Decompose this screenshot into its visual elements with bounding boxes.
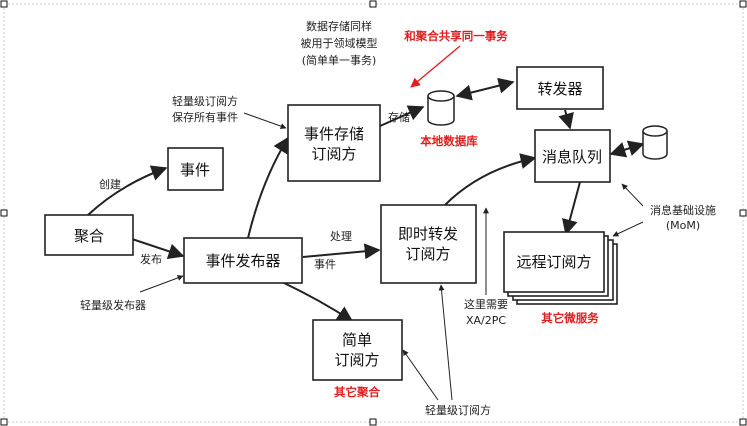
arrow-red-same-transaction bbox=[410, 45, 461, 88]
arrow-instant-to-queue bbox=[444, 153, 537, 206]
label-light-sub-saves-2: 保存所有事件 bbox=[172, 110, 238, 124]
label-event-word: 事件 bbox=[314, 258, 336, 271]
label-store: 存储 bbox=[388, 110, 410, 124]
node-instant-forward-label-1: 即时转发 bbox=[398, 225, 458, 243]
arrow-store-to-db bbox=[379, 105, 425, 127]
label-data-store-1: 数据存储同样 bbox=[306, 19, 372, 33]
node-simple-sub-label-2: 订阅方 bbox=[334, 351, 379, 369]
arrow-forwarder-to-queue bbox=[558, 109, 574, 130]
label-mom-2: (MoM) bbox=[666, 219, 700, 232]
node-instant-forward-label-2: 订阅方 bbox=[405, 245, 450, 263]
label-light-sub-saves-1: 轻量级订阅方 bbox=[172, 94, 238, 108]
arrow-publisher-to-simple bbox=[281, 281, 354, 322]
node-event-store-label-2: 订阅方 bbox=[311, 145, 356, 163]
label-data-store-3: (简单单一事务) bbox=[302, 53, 377, 67]
arrow-publisher-to-store-sub bbox=[247, 136, 289, 239]
node-event-store-subscriber: 事件存储 订阅方 bbox=[287, 104, 381, 182]
arrow-light-publisher bbox=[139, 275, 184, 293]
node-aggregate-label: 聚合 bbox=[74, 227, 104, 245]
node-simple-subscriber: 简单 订阅方 bbox=[312, 319, 403, 381]
label-needs-1: 这里需要 bbox=[464, 297, 508, 311]
label-process: 处理 bbox=[330, 230, 352, 243]
arrow-mom-to-remote bbox=[612, 221, 644, 237]
arrow-db-forwarder bbox=[455, 77, 515, 101]
arrow-queue-to-remote bbox=[562, 181, 581, 236]
node-message-queue-label: 消息队列 bbox=[542, 148, 602, 166]
node-event-label: 事件 bbox=[180, 161, 210, 179]
node-message-queue: 消息队列 bbox=[534, 129, 611, 183]
node-aggregate: 聚合 bbox=[44, 214, 134, 256]
red-label-same-transaction: 和聚合共享同一事务 bbox=[404, 29, 508, 43]
red-label-local-db: 本地数据库 bbox=[420, 134, 478, 148]
resize-handle-tr[interactable] bbox=[739, 0, 747, 8]
node-event-publisher: 事件发布器 bbox=[183, 237, 303, 284]
resize-handle-br[interactable] bbox=[739, 418, 747, 426]
node-forwarder: 转发器 bbox=[516, 66, 604, 110]
node-event: 事件 bbox=[167, 147, 224, 191]
node-forwarder-label: 转发器 bbox=[537, 80, 582, 98]
node-instant-forward-subscriber: 即时转发 订阅方 bbox=[380, 204, 477, 284]
label-data-store-2: 被用于领域模型 bbox=[301, 36, 378, 50]
label-mom-1: 消息基础设施 bbox=[650, 203, 716, 217]
arrow-bottom-to-instant bbox=[438, 284, 453, 401]
arrow-mom-to-queue bbox=[621, 183, 644, 207]
node-remote-subscriber-label: 远程订阅方 bbox=[516, 253, 591, 271]
label-create: 创建 bbox=[99, 177, 121, 191]
resize-handle-ml[interactable] bbox=[0, 209, 8, 217]
red-label-other-microservices: 其它微服务 bbox=[541, 311, 599, 325]
red-label-other-aggregates: 其它聚合 bbox=[334, 385, 380, 399]
resize-handle-mr[interactable] bbox=[739, 209, 747, 217]
node-event-publisher-label: 事件发布器 bbox=[205, 252, 280, 270]
arrow-light-sub-saves bbox=[243, 112, 287, 130]
local-database-icon bbox=[427, 90, 455, 126]
arrow-publisher-to-instant bbox=[302, 243, 381, 260]
node-simple-sub-label-1: 简单 bbox=[342, 331, 372, 349]
label-publish: 发布 bbox=[140, 252, 162, 266]
arrow-bottom-to-simple bbox=[402, 349, 439, 401]
arrow-aggregate-to-publisher bbox=[131, 238, 185, 260]
label-light-sub-bottom: 轻量级订阅方 bbox=[425, 403, 491, 417]
resize-handle-bm[interactable] bbox=[369, 418, 377, 426]
label-needs-2: XA/2PC bbox=[466, 314, 506, 327]
resize-handle-bl[interactable] bbox=[0, 418, 8, 426]
resize-handle-tl[interactable] bbox=[0, 0, 8, 8]
resize-handle-tm[interactable] bbox=[369, 0, 377, 8]
mom-database-icon bbox=[642, 125, 668, 160]
arrow-queue-mom-db bbox=[609, 140, 645, 158]
label-light-publisher: 轻量级发布器 bbox=[80, 298, 146, 312]
node-remote-subscriber: 远程订阅方 bbox=[503, 231, 605, 293]
arrow-aggregate-to-event bbox=[87, 165, 168, 216]
node-event-store-label-1: 事件存储 bbox=[304, 125, 364, 143]
